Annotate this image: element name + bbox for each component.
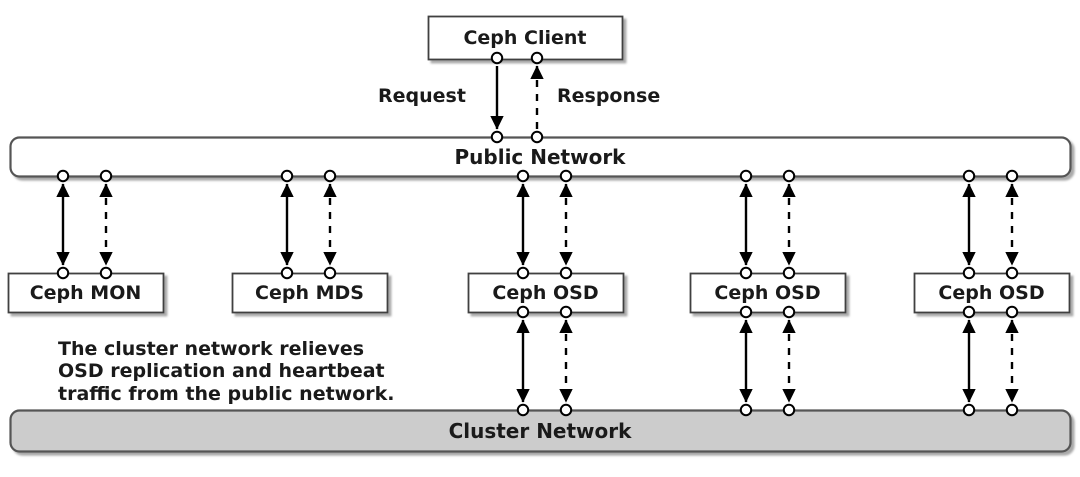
port-mon-port-solid bbox=[56, 266, 70, 280]
cluster-network-note: The cluster network relieves OSD replica… bbox=[58, 338, 395, 405]
node-client bbox=[427, 15, 624, 61]
port-osd2-top-port-dashed bbox=[782, 266, 796, 280]
port-public-port-osd3-solid bbox=[962, 169, 976, 183]
port-cluster-port-osd1-dashed bbox=[559, 403, 573, 417]
shapes-group bbox=[7, 15, 1072, 453]
port-public-port-osd2-solid bbox=[739, 169, 753, 183]
node-cluster-network bbox=[9, 409, 1072, 453]
port-public-port-osd2-dashed bbox=[782, 169, 796, 183]
port-public-port-osd3-dashed bbox=[1005, 169, 1019, 183]
port-osd1-bottom-port-solid bbox=[516, 305, 530, 319]
edge-label-response: Response bbox=[557, 85, 661, 107]
links-group bbox=[56, 65, 1019, 403]
port-mds-port-dashed bbox=[323, 266, 337, 280]
node-mds bbox=[231, 272, 389, 314]
port-osd3-bottom-port-dashed bbox=[1005, 305, 1019, 319]
port-cluster-port-osd3-solid bbox=[962, 403, 976, 417]
port-public-port-mds-solid bbox=[280, 169, 294, 183]
port-cluster-port-osd3-dashed bbox=[1005, 403, 1019, 417]
port-public-port-response bbox=[530, 130, 544, 144]
port-public-port-mds-dashed bbox=[323, 169, 337, 183]
port-public-port-mon-solid bbox=[56, 169, 70, 183]
port-osd3-top-port-solid bbox=[962, 266, 976, 280]
port-public-port-osd1-solid bbox=[516, 169, 530, 183]
port-mon-port-dashed bbox=[99, 266, 113, 280]
port-cluster-port-osd2-solid bbox=[739, 403, 753, 417]
port-public-port-mon-dashed bbox=[99, 169, 113, 183]
port-osd1-top-port-solid bbox=[516, 266, 530, 280]
port-osd3-top-port-dashed bbox=[1005, 266, 1019, 280]
port-client-port-response bbox=[530, 51, 544, 65]
port-osd2-bottom-port-solid bbox=[739, 305, 753, 319]
node-osd-1 bbox=[467, 272, 625, 314]
port-public-port-osd1-dashed bbox=[559, 169, 573, 183]
node-osd-2 bbox=[689, 272, 847, 314]
port-osd1-bottom-port-dashed bbox=[559, 305, 573, 319]
edge-label-request: Request bbox=[378, 85, 466, 107]
port-public-port-request bbox=[490, 130, 504, 144]
port-osd2-top-port-solid bbox=[739, 266, 753, 280]
port-cluster-port-osd2-dashed bbox=[782, 403, 796, 417]
port-osd1-top-port-dashed bbox=[559, 266, 573, 280]
port-mds-port-solid bbox=[280, 266, 294, 280]
port-osd2-bottom-port-dashed bbox=[782, 305, 796, 319]
port-cluster-port-osd1-solid bbox=[516, 403, 530, 417]
node-osd-3 bbox=[913, 272, 1071, 314]
node-mon bbox=[7, 272, 165, 314]
port-osd3-bottom-port-solid bbox=[962, 305, 976, 319]
ports-group bbox=[56, 51, 1019, 417]
port-client-port-request bbox=[490, 51, 504, 65]
node-public-network bbox=[9, 136, 1072, 178]
